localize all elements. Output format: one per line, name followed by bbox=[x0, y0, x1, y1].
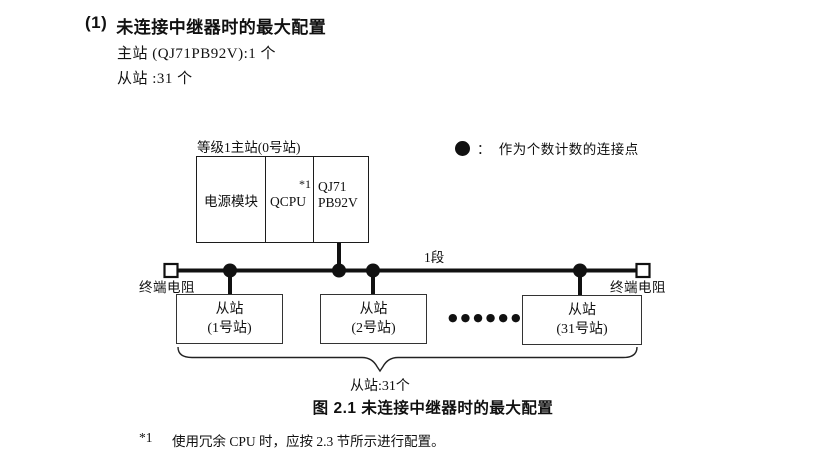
section-number: (1) bbox=[85, 13, 108, 32]
slave-total-label: 从站:31个 bbox=[350, 379, 410, 394]
connection-point-dot bbox=[332, 263, 346, 278]
figure-caption: 图 2.1 未连接中继器时的最大配置 bbox=[312, 400, 554, 417]
qcpu-label: QCPU bbox=[270, 194, 307, 209]
slave-station-box-1: 从站 (1号站) bbox=[176, 294, 283, 344]
slave-name: 从站 bbox=[359, 302, 388, 317]
section-title: 未连接中继器时的最大配置 bbox=[116, 18, 327, 37]
legend: ： 作为个数计数的连接点 bbox=[455, 138, 639, 158]
connection-point-dot bbox=[573, 263, 587, 278]
master-station-box: 电源模块 *1 QCPU QJ71 PB92V bbox=[196, 156, 369, 243]
power-module-cell: 电源模块 bbox=[197, 157, 266, 242]
pb92v-line2: PB92V bbox=[318, 195, 358, 210]
slave-count-brace bbox=[177, 346, 638, 373]
section-heading: (1) 未连接中继器时的最大配置 bbox=[85, 13, 326, 38]
pb92v-cell: QJ71 PB92V bbox=[314, 157, 367, 242]
legend-dot-icon bbox=[455, 140, 470, 156]
slave-station-number: (1号站) bbox=[207, 321, 252, 336]
terminator-left-label: 终端电阻 bbox=[139, 280, 195, 295]
continuation-dots: ●●●●●● bbox=[448, 311, 524, 324]
terminator-right-label: 终端电阻 bbox=[610, 280, 666, 295]
connection-point-dot bbox=[223, 263, 237, 278]
qcpu-cell: *1 QCPU bbox=[266, 157, 314, 242]
master-station-label: 等级1主站(0号站) bbox=[197, 140, 301, 155]
slave-count-line: 从站 :31 个 bbox=[117, 71, 193, 87]
slave-name: 从站 bbox=[215, 302, 244, 317]
slave-station-box-2: 从站 (2号站) bbox=[320, 294, 427, 344]
connection-point-dot bbox=[366, 263, 380, 278]
pb92v-line1: QJ71 bbox=[318, 179, 347, 194]
slave-station-box-31: 从站 (31号站) bbox=[522, 295, 642, 345]
segment-label: 1段 bbox=[424, 250, 445, 265]
slave-station-number: (31号站) bbox=[556, 322, 608, 337]
legend-text: ： 作为个数计数的连接点 bbox=[477, 142, 639, 157]
slave-name: 从站 bbox=[568, 303, 596, 318]
slave-station-number: (2号站) bbox=[351, 321, 396, 336]
footnote-marker: *1 bbox=[139, 430, 153, 445]
master-count-line: 主站 (QJ71PB92V):1 个 bbox=[117, 46, 277, 62]
qcpu-footnote-ref: *1 bbox=[299, 177, 311, 191]
footnote-text: 使用冗余 CPU 时，应按 2.3 节所示进行配置。 bbox=[172, 434, 445, 449]
